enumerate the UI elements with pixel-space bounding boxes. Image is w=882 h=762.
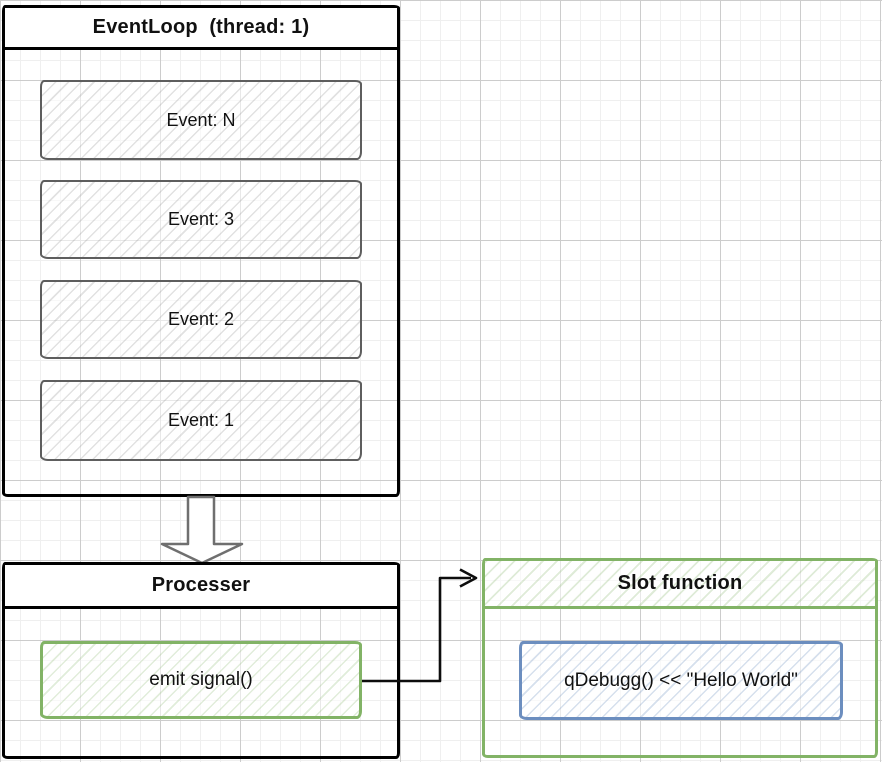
slot-function-container: Slot function qDebugg() << "Hello World"	[482, 558, 878, 758]
event-box-3: Event: 3	[40, 180, 362, 259]
eventloop-title: EventLoop (thread: 1)	[5, 8, 397, 50]
event-label: Event: 3	[167, 209, 235, 229]
emit-signal-box: emit signal()	[40, 641, 362, 719]
block-arrow-down-icon	[160, 495, 244, 565]
event-label: Event: 2	[167, 309, 235, 329]
event-label: Event: 1	[167, 410, 235, 430]
event-box-1: Event: 1	[40, 380, 362, 461]
qdebug-code-label: qDebugg() << "Hello World"	[564, 669, 798, 691]
event-box-n: Event: N	[40, 80, 362, 160]
slot-function-title: Slot function	[485, 561, 875, 609]
event-label: Event: N	[166, 109, 236, 130]
emit-signal-label: emit signal()	[149, 669, 253, 690]
eventloop-container: EventLoop (thread: 1) Event: N Event: 3 …	[2, 5, 400, 497]
qdebug-code-box: qDebugg() << "Hello World"	[519, 641, 843, 720]
event-box-2: Event: 2	[40, 280, 362, 359]
processer-container: Processer emit signal()	[2, 562, 400, 759]
processer-title: Processer	[5, 565, 397, 609]
